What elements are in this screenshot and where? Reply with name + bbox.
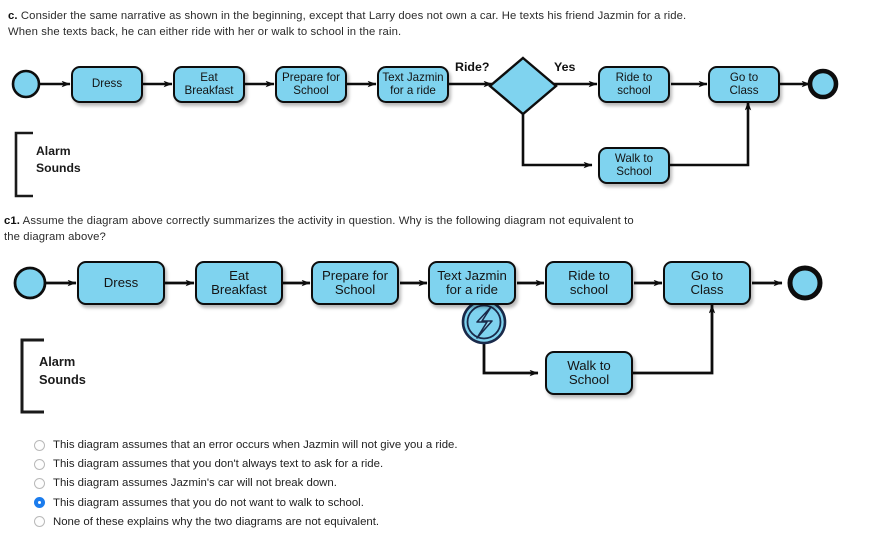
diagram1-node-prepare-for-school: Prepare for School (275, 66, 347, 103)
diagram1-alarm-bracket (14, 131, 33, 198)
answer-option-3[interactable]: This diagram assumes that you do not wan… (34, 494, 634, 513)
diagram2-node-eat-breakfast: Eat Breakfast (195, 261, 283, 305)
radio-button-4[interactable] (34, 516, 45, 528)
diagram2-start-node (13, 266, 47, 300)
diagram1-edge-label-ride: Ride? (455, 60, 490, 74)
diagram2-node-prepare-for-school: Prepare for School (311, 261, 399, 305)
diagram2-node-walk-to-school: Walk to School (545, 351, 633, 395)
diagram2-node-go-to-class: Go to Class (663, 261, 751, 305)
diagram1-node-ride-to-school: Ride to school (598, 66, 670, 103)
question-c-text: c. Consider the same narrative as shown … (8, 8, 708, 40)
diagram2-error-event (461, 299, 507, 345)
answer-option-2[interactable]: This diagram assumes Jazmin's car will n… (34, 474, 634, 493)
answer-option-1[interactable]: This diagram assumes that you don't alwa… (34, 455, 634, 474)
radio-button-0[interactable] (34, 439, 45, 451)
answer-option-label-1: This diagram assumes that you don't alwa… (53, 458, 384, 471)
question-c-body: Consider the same narrative as shown in … (8, 10, 687, 38)
diagram1-node-text-jazmin: Text Jazmin for a ride (377, 66, 449, 103)
question-c-marker: c. (8, 10, 18, 22)
answer-option-label-3: This diagram assumes that you do not wan… (53, 496, 364, 509)
answer-option-label-2: This diagram assumes Jazmin's car will n… (53, 477, 337, 490)
question-c1-text: c1. Assume the diagram above correctly s… (4, 213, 644, 245)
diagram2-end-node (787, 265, 823, 301)
diagram1-node-go-to-class: Go to Class (708, 66, 780, 103)
answer-option-label-4: None of these explains why the two diagr… (53, 515, 380, 528)
diagram2-node-ride-to-school: Ride to school (545, 261, 633, 305)
radio-button-2[interactable] (34, 477, 45, 489)
diagram1-end-node (807, 68, 839, 100)
diagram1-alarm-label: Alarm Sounds (36, 144, 81, 175)
radio-button-3[interactable] (34, 497, 45, 509)
question-c1-marker: c1. (4, 215, 21, 227)
diagram2-node-text-jazmin: Text Jazmin for a ride (428, 261, 516, 305)
radio-button-1[interactable] (34, 458, 45, 470)
diagram1-node-eat-breakfast: Eat Breakfast (173, 66, 245, 103)
answer-options: This diagram assumes that an error occur… (34, 436, 634, 532)
answer-option-label-0: This diagram assumes that an error occur… (53, 439, 458, 451)
diagram2-alarm-label: Alarm Sounds (39, 354, 86, 387)
answer-option-0[interactable]: This diagram assumes that an error occur… (34, 436, 634, 455)
diagram1-start-node (11, 69, 41, 99)
diagram1-node-dress: Dress (71, 66, 143, 103)
diagram1-edge-label-yes: Yes (554, 60, 576, 74)
diagram2-node-dress: Dress (77, 261, 165, 305)
question-c1-body: Assume the diagram above correctly summa… (4, 215, 634, 243)
diagram1-node-walk-to-school: Walk to School (598, 147, 670, 184)
answer-option-4[interactable]: None of these explains why the two diagr… (34, 513, 634, 532)
